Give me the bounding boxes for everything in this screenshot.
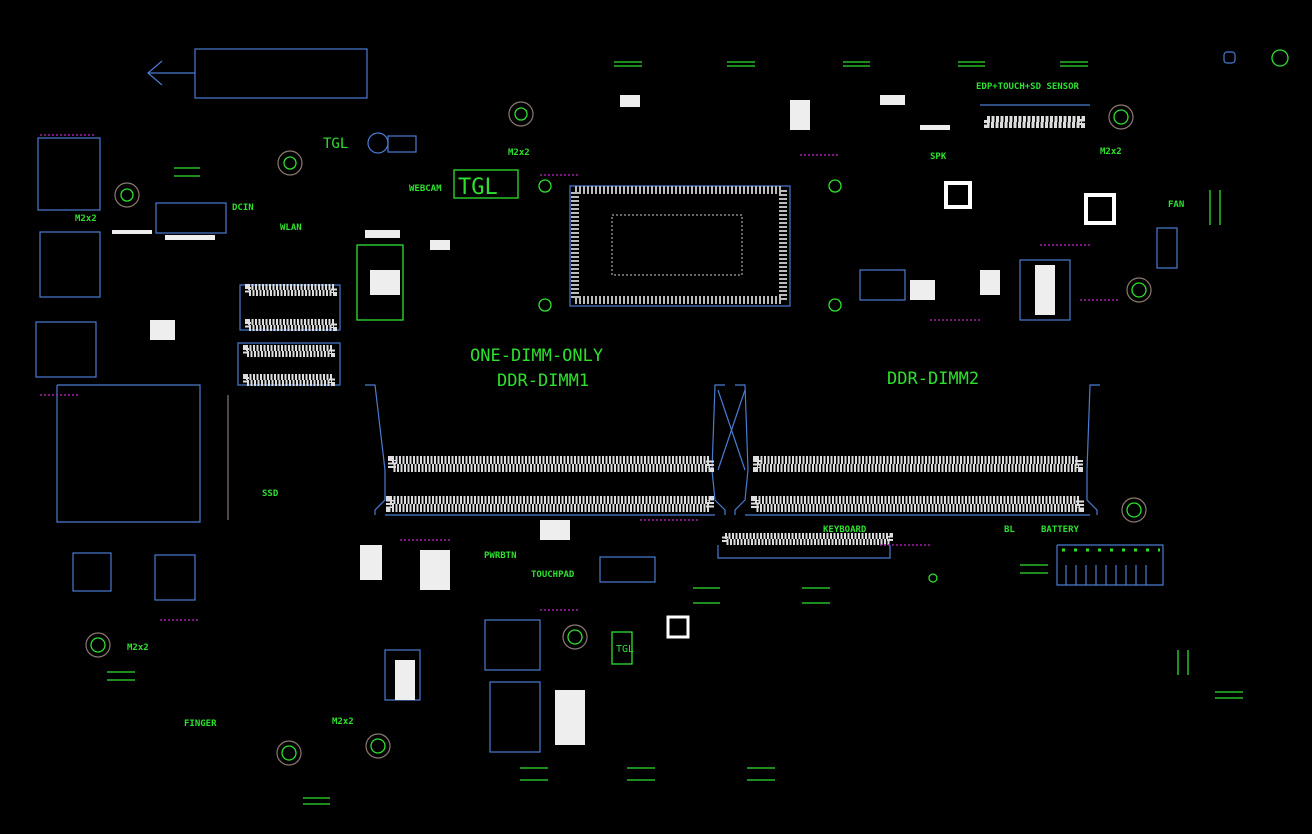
touchpad-label: TOUCHPAD xyxy=(531,570,575,580)
qfn-chips xyxy=(666,181,1116,639)
silkscreen-marks xyxy=(40,61,1243,805)
battery-connector xyxy=(1056,544,1164,586)
edp-connector xyxy=(980,104,1090,128)
tgl-logo-label: TGL xyxy=(323,136,348,152)
tgl-box-label: TGL xyxy=(458,175,498,200)
battery-label: BATTERY xyxy=(1041,525,1080,535)
fiducial-square xyxy=(1223,51,1236,64)
pwrbtn-label: PWRBTN xyxy=(484,551,517,561)
mounting-holes xyxy=(85,101,1152,766)
dimm1-slot xyxy=(365,384,726,516)
webcam-label: WEBCAM xyxy=(409,184,442,194)
fiducial-circle xyxy=(1271,49,1289,67)
keyboard-connector xyxy=(717,533,893,559)
ddr-dimm1-label: DDR-DIMM1 xyxy=(497,371,589,391)
hatched-region xyxy=(194,48,368,99)
hatched-pad xyxy=(72,552,112,592)
m2x2-label: M2x2 xyxy=(75,214,97,224)
wlan-connectors xyxy=(237,284,341,386)
tgl-logo xyxy=(367,132,417,154)
dcin-label: DCIN xyxy=(232,203,254,213)
ssd-slot xyxy=(56,384,229,523)
bl-label: BL xyxy=(1004,525,1015,535)
wlan-label: WLAN xyxy=(280,223,302,233)
left-io-connectors xyxy=(35,137,1178,753)
m2x2-label: M2x2 xyxy=(1100,147,1122,157)
ssd-label: SSD xyxy=(262,489,279,499)
orientation-arrow-icon xyxy=(147,60,195,86)
one-dimm-only-label: ONE-DIMM-ONLY xyxy=(470,346,603,366)
tgl-small-label: TGL xyxy=(616,644,634,655)
cpu-bga xyxy=(569,185,791,307)
keyboard-label: KEYBOARD xyxy=(823,525,867,535)
m2x2-label: M2x2 xyxy=(508,148,530,158)
spk-label: SPK xyxy=(930,152,947,162)
component-pads xyxy=(112,95,1055,745)
finger-label: FINGER xyxy=(184,719,217,729)
edp-sensor-label: EDP+TOUCH+SD SENSOR xyxy=(976,82,1080,92)
m2x2-label: M2x2 xyxy=(127,643,149,653)
fan-label: FAN xyxy=(1168,200,1184,210)
ddr-dimm2-label: DDR-DIMM2 xyxy=(887,369,979,389)
m2x2-label: M2x2 xyxy=(332,717,354,727)
dimm2-slot xyxy=(717,384,1100,516)
